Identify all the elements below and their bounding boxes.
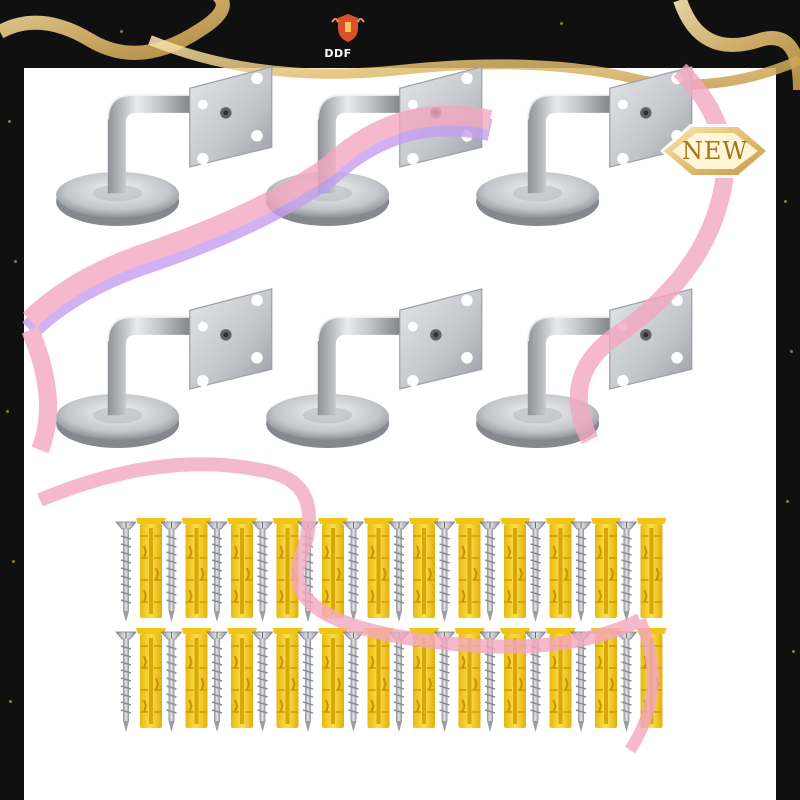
new-badge-shape bbox=[660, 124, 770, 178]
gold-speck bbox=[120, 30, 123, 33]
gold-speck bbox=[6, 410, 9, 413]
screw bbox=[524, 521, 547, 623]
screw bbox=[570, 521, 592, 623]
wall-plug bbox=[226, 627, 258, 729]
gold-ribbon bbox=[0, 0, 230, 60]
handrail-bracket bbox=[54, 65, 273, 228]
screw bbox=[160, 521, 183, 623]
wall-plug bbox=[499, 517, 531, 619]
gold-ribbon bbox=[148, 35, 800, 90]
screw bbox=[206, 521, 228, 623]
gold-speck bbox=[560, 22, 563, 25]
screw bbox=[160, 631, 183, 733]
wall-plug bbox=[135, 517, 167, 619]
screw bbox=[342, 631, 365, 733]
brand-logo: DDF bbox=[314, 46, 362, 60]
wall-plug bbox=[362, 627, 395, 729]
wall-plug bbox=[226, 517, 258, 619]
wall-plug bbox=[317, 627, 349, 729]
screw bbox=[251, 521, 274, 623]
screw bbox=[206, 631, 228, 733]
wall-plug bbox=[180, 517, 213, 619]
screw bbox=[388, 631, 410, 733]
wall-plug bbox=[590, 517, 622, 619]
screw bbox=[615, 521, 638, 623]
screw bbox=[297, 631, 319, 733]
screw bbox=[342, 521, 365, 623]
gold-speck bbox=[8, 120, 11, 123]
screw bbox=[115, 521, 137, 623]
new-badge-label: NEW bbox=[681, 137, 749, 165]
gold-speck bbox=[792, 650, 795, 653]
handrail-bracket bbox=[264, 287, 483, 450]
brand-name: DDF bbox=[324, 47, 352, 60]
wall-plug bbox=[317, 517, 349, 619]
wall-plug bbox=[180, 627, 213, 729]
screw bbox=[251, 631, 274, 733]
gold-speck bbox=[9, 700, 12, 703]
gold-speck bbox=[790, 350, 793, 353]
screw bbox=[388, 521, 410, 623]
gold-speck bbox=[12, 560, 15, 563]
gold-speck bbox=[786, 500, 789, 503]
gold-speck bbox=[784, 200, 787, 203]
screw bbox=[615, 631, 638, 733]
wall-plug bbox=[544, 517, 577, 619]
wall-plug bbox=[362, 517, 395, 619]
wall-plug bbox=[408, 517, 440, 619]
wall-plug bbox=[271, 627, 304, 729]
handrail-bracket bbox=[54, 287, 273, 450]
screw bbox=[433, 521, 456, 623]
shield-crest-icon bbox=[331, 14, 365, 42]
wall-plug bbox=[453, 517, 486, 619]
gold-ribbon bbox=[673, 0, 800, 91]
screws-and-wall-plugs bbox=[115, 517, 668, 733]
gold-speck bbox=[14, 260, 17, 263]
new-badge: NEW bbox=[660, 122, 770, 180]
screw bbox=[115, 631, 137, 733]
wall-plug bbox=[635, 517, 668, 619]
screw bbox=[479, 521, 501, 623]
wall-plug bbox=[135, 627, 167, 729]
